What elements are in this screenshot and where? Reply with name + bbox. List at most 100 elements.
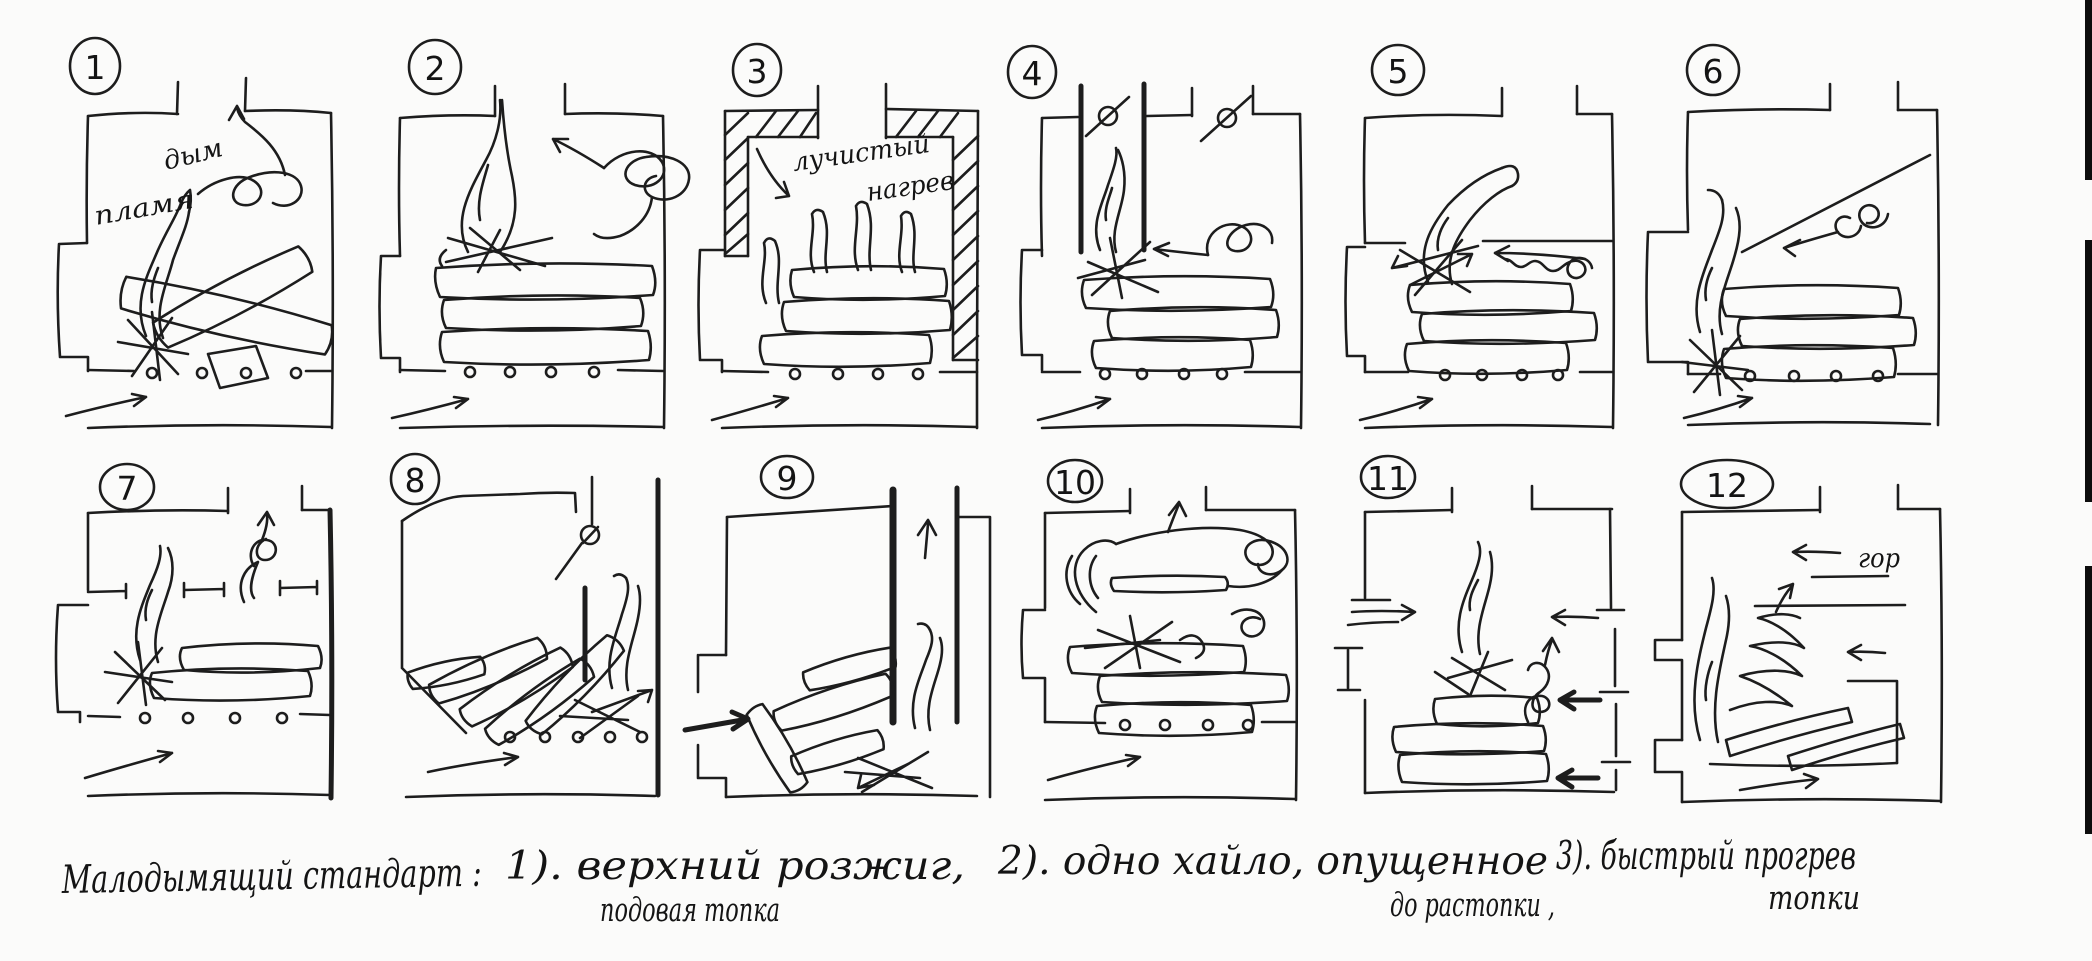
panel-7-logs: [148, 642, 323, 702]
panel-9-number: 9: [777, 459, 798, 498]
panel-12-number-badge: 12: [1679, 458, 1775, 510]
panel-11-logs: [1391, 694, 1551, 786]
panel-2-smoke: [551, 137, 691, 240]
panel-4-dampers: [1084, 94, 1253, 143]
panel-3-radiant-arrow: [755, 147, 791, 200]
panel-9: 9: [682, 454, 992, 799]
panel-6-firebox: [1645, 80, 1941, 427]
panel-10: 10: [1020, 458, 1299, 802]
panel-7-number: 7: [117, 469, 138, 508]
panel-12-number: 12: [1706, 466, 1748, 505]
panel-11-smoke: [1523, 636, 1561, 724]
caption-item3-sub: топки: [1768, 878, 1860, 917]
caption-item2-sub: до растопки ,: [1390, 885, 1555, 924]
panel-11: 11: [1333, 454, 1632, 795]
label-radiant-2: нагрев: [865, 166, 956, 208]
panel-3: 3 лучистый нагрев: [697, 42, 980, 430]
panel-4-number-badge: 4: [1006, 44, 1058, 100]
panel-2-number: 2: [425, 49, 446, 88]
panel-3-logs: [758, 264, 954, 369]
panel-6-deflector: [1740, 153, 1932, 254]
panel-2-kindling: [438, 226, 554, 274]
panel-9-up-arrow: [916, 518, 938, 560]
panel-5-kindling: [1390, 238, 1480, 297]
panel-8-number: 8: [405, 461, 426, 500]
panel-6-number-badge: 6: [1685, 43, 1741, 97]
label-smoke: дым: [160, 133, 225, 177]
panel-3-flames: [761, 200, 917, 305]
scan-edge-artifacts: [2085, 0, 2092, 834]
panel-7-firebox: [54, 484, 335, 801]
panel-8-kindling: [558, 688, 654, 740]
panel-11-firebox: [1333, 484, 1632, 795]
panel-10-logs: [1066, 641, 1291, 738]
panel-7-number-badge: 7: [98, 462, 156, 512]
panel-12-flow-arrows: [1791, 543, 1890, 662]
panel-4: 4: [1006, 44, 1304, 430]
panel-1-logs: [119, 245, 334, 390]
panel-6-flame: [1695, 188, 1741, 336]
panel-12: 12 гор: [1653, 458, 1944, 804]
panel-6-logs: [1720, 283, 1918, 383]
panel-7-smoke: [239, 510, 278, 604]
panel-10-smoke: [1065, 500, 1289, 638]
panel-3-number: 3: [747, 52, 768, 91]
intake-arrow: [710, 394, 790, 422]
panel-11-number-badge: 11: [1359, 454, 1417, 500]
panel-1-flame: [139, 188, 193, 340]
panel-5-logs: [1403, 279, 1599, 376]
panel-2-flame: [460, 98, 517, 254]
panel-10-number: 10: [1054, 463, 1096, 502]
caption: Малодымящий стандарт : 1). верхний розжи…: [61, 834, 1860, 929]
caption-item2: 2). одно хайло, опущенное: [997, 839, 1548, 884]
panel-6: 6: [1645, 43, 1941, 427]
intake-arrow: [1046, 753, 1142, 782]
panel-3-firebox: [697, 248, 979, 430]
intake-arrow: [1682, 394, 1754, 420]
panel-9-number-badge: 9: [759, 454, 815, 500]
panel-7-flame: [135, 544, 174, 664]
panel-8: 8: [389, 452, 661, 799]
panel-1-kindling: [116, 310, 190, 382]
caption-item1-sub: подовая топка: [600, 890, 780, 929]
panel-1-number-badge: 1: [68, 36, 122, 96]
panel-7-kindling: [103, 640, 174, 707]
panel-9-logs: [745, 646, 898, 794]
panel-10-number-badge: 10: [1046, 458, 1104, 504]
panel-4-number: 4: [1022, 54, 1043, 93]
panel-5-firebox: [1344, 84, 1616, 430]
panel-3-hatched-walls: [723, 82, 980, 362]
panel-12-inner-box: [1708, 603, 1907, 768]
panel-10-baffle: [1109, 574, 1230, 594]
panel-8-firebox: [400, 475, 661, 799]
panel-12-smoke: [1728, 582, 1806, 712]
panel-4-firebox: [1019, 81, 1304, 430]
intake-arrow: [64, 392, 148, 418]
panel-2: 2: [378, 38, 691, 430]
panel-11-side-arrows: [1346, 603, 1603, 790]
panel-12-logs: [1724, 706, 1906, 772]
panel-5-flame: [1422, 164, 1520, 286]
panel-11-flame: [1457, 540, 1494, 656]
panel-11-number: 11: [1367, 459, 1409, 498]
panel-2-firebox: [378, 82, 667, 430]
panel-7: 7: [54, 462, 335, 801]
panel-11-kindling: [1433, 650, 1514, 698]
panel-2-logs: [433, 262, 657, 366]
panel-1-firebox: [56, 76, 335, 430]
panel-5-number: 5: [1388, 52, 1409, 91]
intake-arrow: [1036, 395, 1112, 422]
panel-10-firebox: [1020, 485, 1299, 802]
label-hot: гор: [1858, 544, 1900, 574]
panel-10-kindling: [1083, 614, 1206, 670]
panel-1: 1 дым пламя: [56, 36, 335, 430]
panel-4-logs: [1080, 274, 1281, 373]
panel-6-smoke: [1782, 203, 1890, 258]
panel-9-flame: [911, 622, 944, 732]
panel-3-number-badge: 3: [731, 42, 783, 98]
panel-6-kindling: [1680, 328, 1750, 397]
panel-6-number: 6: [1703, 52, 1724, 91]
intake-arrow: [390, 395, 470, 420]
